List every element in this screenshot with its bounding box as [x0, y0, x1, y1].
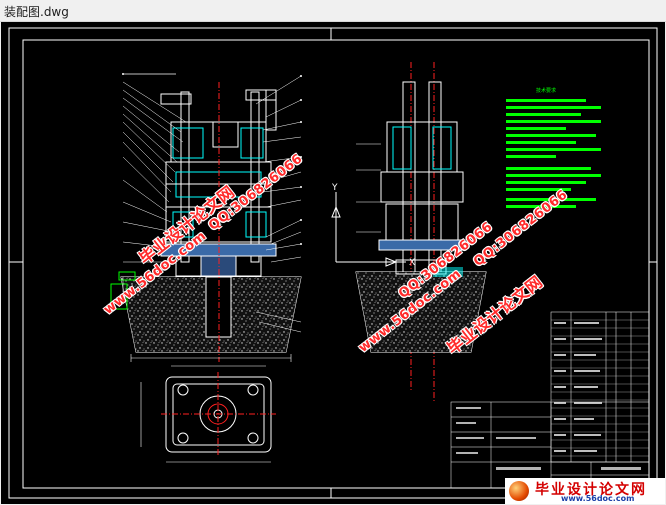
inner-border	[22, 39, 650, 489]
title-block	[450, 401, 650, 489]
ucs-axis-icon: Y X	[331, 183, 415, 268]
footer-brand-logo: 毕业设计论文网 www.56doc.com	[505, 478, 665, 504]
front-view-assembly	[110, 73, 302, 367]
outer-border	[8, 27, 658, 499]
footer-url: www.56doc.com	[561, 494, 635, 503]
plan-view-base	[140, 372, 276, 463]
globe-logo-icon	[509, 481, 529, 501]
technical-requirements-notes: 技术要求	[506, 87, 601, 208]
parts-list-rows	[551, 319, 649, 457]
cad-drawing: Y X 技术要求	[8, 27, 658, 499]
parts-list-table	[550, 311, 650, 463]
footer-brand-name: 毕业设计论文网	[535, 482, 647, 498]
cad-drawing-canvas[interactable]: Y X 技术要求	[1, 22, 665, 504]
window-title: 装配图.dwg	[4, 5, 69, 19]
window-titlebar: 装配图.dwg	[0, 0, 666, 22]
axis-x-label: X	[409, 258, 415, 268]
side-view-assembly	[355, 62, 487, 402]
axis-y-label: Y	[331, 183, 338, 193]
tech-req-heading: 技术要求	[536, 87, 556, 94]
